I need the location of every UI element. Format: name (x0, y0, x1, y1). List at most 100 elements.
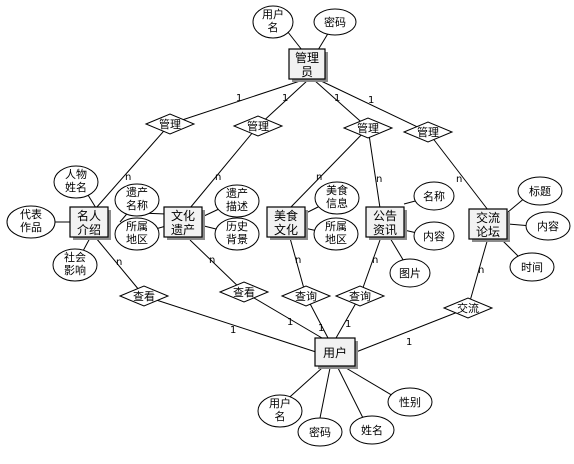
attribute-heritage-region: 所属 地区 (114, 217, 160, 251)
attribute-label-line2: 描述 (226, 199, 248, 213)
relationship-query-notice: 查询 (334, 285, 386, 307)
attribute-notice-image: 图片 (389, 258, 431, 288)
relationship-view-heritage: 查看 (218, 281, 270, 303)
attribute-food-info: 美食 信息 (314, 181, 360, 215)
attribute-label: 图片 (399, 267, 421, 280)
cardinality-admin-heritage: 1 (282, 93, 288, 104)
attribute-label-line2: 名 (275, 409, 286, 423)
attribute-label-line2: 名称 (126, 198, 148, 212)
cardinality-user-view-heritage: 1 (287, 317, 293, 328)
attribute-label-line1: 代表 (20, 207, 42, 221)
attribute-label-line1: 用户 (262, 7, 284, 21)
attribute-label-line2: 地区 (325, 233, 347, 246)
attribute-celeb-figure-name: 人物 姓名 (53, 165, 99, 199)
entity-user: 用户 (314, 337, 358, 369)
relationship-manage-food: 管理 (342, 117, 394, 139)
attribute-notice-content: 内容 (413, 221, 455, 251)
attribute-celeb-influence: 社会 影响 (52, 248, 98, 282)
attribute-label-line1: 遗产 (226, 186, 248, 200)
relationship-label: 查看 (133, 289, 155, 303)
cardinality-user-exchange: 1 (406, 337, 412, 348)
attribute-heritage-desc: 遗产 描述 (214, 184, 260, 218)
entity-label-line1: 交流 (476, 210, 500, 225)
attribute-heritage-name: 遗产 名称 (114, 183, 160, 217)
entity-label-line2: 资讯 (373, 223, 397, 237)
entity-label-line2: 员 (301, 65, 313, 79)
entity-notice: 公告 资讯 (365, 206, 407, 240)
cardinality-notice-query: n (372, 255, 378, 266)
attribute-label-line2: 信息 (326, 196, 348, 210)
relationship-label: 管理 (159, 117, 181, 131)
attribute-label-line2: 影响 (64, 264, 86, 277)
cardinality-admin-food: 1 (334, 93, 340, 104)
attribute-user-name: 姓名 (349, 415, 395, 445)
entity-label-line1: 美食 (274, 208, 298, 223)
entity-admin: 管理 员 (288, 48, 328, 82)
attribute-label-line2: 名 (268, 20, 279, 34)
entity-label: 用户 (323, 345, 347, 360)
relationship-manage-forum: 管理 (402, 121, 454, 143)
attribute-admin-username: 用户 名 (252, 5, 294, 39)
attribute-label: 密码 (324, 15, 346, 29)
attribute-label-line1: 历史 (226, 220, 248, 233)
cardinality-forum-exchange: n (478, 265, 484, 276)
entity-label-line2: 文化 (274, 222, 298, 237)
entity-label-line1: 名人 (77, 208, 101, 223)
entity-celebrity: 名人 介绍 (69, 206, 111, 240)
relationship-label: 交流 (457, 301, 479, 315)
attribute-celeb-works: 代表 作品 (6, 205, 56, 239)
cardinality-user-query-food: 1 (318, 323, 324, 334)
relationship-view-celeb: 查看 (118, 285, 170, 307)
cardinality-heritage-view: n (209, 255, 215, 266)
cardinality-labels: 1 1 1 1 n n n n n n n n n n 1 1 1 1 1 (116, 93, 484, 348)
attribute-label-line1: 社会 (64, 250, 86, 264)
cardinality-celeb-manage: n (125, 172, 131, 183)
attribute-notice-name: 名称 (413, 181, 455, 211)
attribute-label: 内容 (423, 229, 445, 243)
entity-forum: 交流 论坛 (468, 208, 510, 242)
attribute-label-line1: 所属 (325, 220, 347, 233)
attribute-forum-content: 内容 (525, 211, 571, 241)
attribute-label: 密码 (309, 425, 331, 439)
attribute-forum-time: 时间 (509, 252, 555, 282)
entity-label-line2: 论坛 (476, 225, 500, 239)
attribute-label-line2: 姓名 (65, 180, 87, 194)
attribute-forum-title: 标题 (517, 176, 563, 206)
cardinality-food-manage: n (316, 172, 322, 183)
attribute-label-line1: 遗产 (126, 185, 148, 199)
entity-food: 美食 文化 (266, 206, 308, 240)
entity-label-line1: 文化 (171, 208, 195, 223)
attribute-label-line1: 人物 (65, 167, 87, 181)
attribute-label: 姓名 (361, 423, 383, 437)
entity-label-line2: 介绍 (77, 223, 101, 237)
entity-label-line1: 管理 (295, 50, 319, 65)
relationship-manage-celeb: 管理 (144, 113, 196, 135)
attribute-label: 名称 (423, 189, 445, 203)
attribute-label-line1: 美食 (326, 183, 348, 197)
attribute-heritage-history: 历史 背景 (214, 217, 260, 251)
attribute-food-region: 所属 地区 (313, 217, 359, 251)
attribute-admin-password: 密码 (313, 8, 357, 36)
cardinality-notice-manage: n (376, 174, 382, 185)
entity-heritage: 文化 遗产 (163, 206, 205, 240)
attribute-label-line1: 用户 (269, 396, 291, 410)
attribute-label-line1: 所属 (126, 220, 148, 233)
attribute-user-gender: 性别 (387, 387, 433, 417)
entity-label-line2: 遗产 (171, 223, 195, 237)
attribute-label: 标题 (529, 184, 551, 198)
relationship-manage-heritage: 管理 (232, 115, 284, 137)
relationship-label: 查询 (349, 289, 371, 303)
entity-label-line1: 公告 (373, 209, 397, 223)
cardinality-celeb-view: n (116, 257, 122, 268)
relationship-exchange: 交流 (442, 297, 494, 319)
attribute-label-line2: 作品 (20, 221, 42, 234)
cardinality-admin-celeb: 1 (236, 93, 242, 104)
cardinality-food-query: n (295, 255, 301, 266)
cardinality-heritage-manage: n (215, 172, 221, 183)
attribute-label-line2: 地区 (126, 233, 148, 246)
relationship-label: 管理 (357, 121, 379, 135)
relationship-label: 查询 (295, 289, 317, 303)
cardinality-user-view-celeb: 1 (230, 325, 236, 336)
